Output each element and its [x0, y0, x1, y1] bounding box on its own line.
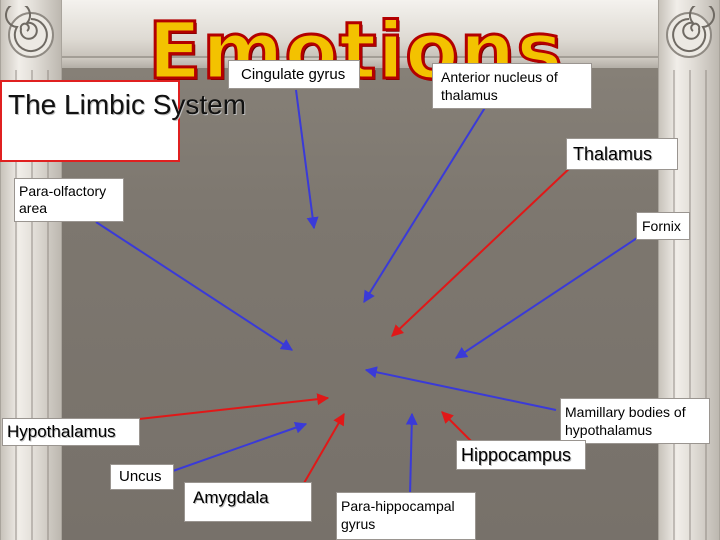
- right-volute-icon: [666, 6, 715, 58]
- label-anterior-nucleus: Anterior nucleus of thalamus: [432, 63, 592, 109]
- label-para-hippocampal: Para-hippocampal gyrus: [336, 492, 476, 540]
- label-mamillary-bodies: Mamillary bodies of hypothalamus: [560, 398, 710, 444]
- entablature-decoration: [0, 0, 720, 58]
- ledge-decoration: [0, 58, 720, 68]
- right-column-decoration: [658, 0, 720, 540]
- label-thalamus: Thalamus: [566, 138, 678, 170]
- limbic-system-box: The Limbic System: [0, 80, 246, 162]
- label-fornix: Fornix: [636, 212, 690, 240]
- label-amygdala: Amygdala: [184, 482, 312, 522]
- label-para-olfactory: Para-olfactory area: [14, 178, 124, 222]
- label-hippocampus: Hippocampus: [456, 440, 586, 470]
- label-cingulate-gyrus: Cingulate gyrus: [228, 60, 360, 89]
- label-hypothalamus: Hypothalamus: [2, 418, 140, 446]
- label-uncus: Uncus: [110, 464, 174, 490]
- left-volute-icon: [5, 6, 54, 58]
